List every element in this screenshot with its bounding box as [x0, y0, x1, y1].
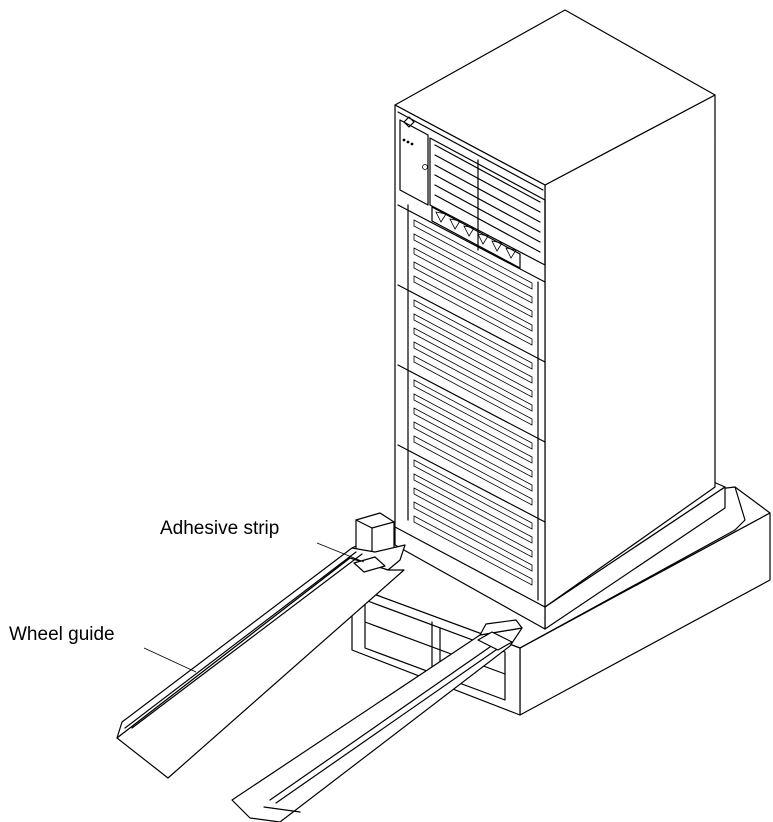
drive-slot — [413, 459, 533, 530]
drive-slot — [413, 219, 533, 290]
drive-slot — [413, 473, 533, 544]
callout-adhesive-strip: Adhesive strip — [160, 518, 365, 563]
drive-slot — [413, 299, 533, 370]
right-wheel-guide — [231, 619, 523, 822]
drive-slot — [413, 355, 533, 426]
drive-bays — [397, 204, 546, 601]
drive-slot — [413, 393, 533, 464]
drive-slot — [413, 435, 533, 506]
drive-slot — [413, 313, 533, 384]
drive-slot-group — [413, 219, 533, 586]
wheel-guide-leader — [143, 647, 197, 673]
drive-slot — [413, 487, 533, 558]
drive-slot — [413, 341, 533, 412]
drive-slot — [413, 515, 533, 586]
drive-slot — [413, 233, 533, 304]
adhesive-strip-leader — [316, 542, 365, 563]
drive-slot — [413, 327, 533, 398]
adhesive-strip-label: Adhesive strip — [160, 518, 279, 539]
wheel-guide-label: Wheel guide — [9, 624, 115, 645]
drive-slot — [413, 261, 533, 332]
drive-slot — [413, 421, 533, 492]
drive-slot — [413, 501, 533, 572]
drive-slot — [413, 275, 533, 346]
logo-icon — [403, 116, 415, 128]
server-cabinet — [394, 9, 716, 608]
callout-wheel-guide: Wheel guide — [9, 624, 197, 673]
drive-slot — [413, 379, 533, 450]
drive-slot — [413, 247, 533, 318]
drive-slot — [413, 407, 533, 478]
left-wheel-guide — [116, 544, 406, 779]
